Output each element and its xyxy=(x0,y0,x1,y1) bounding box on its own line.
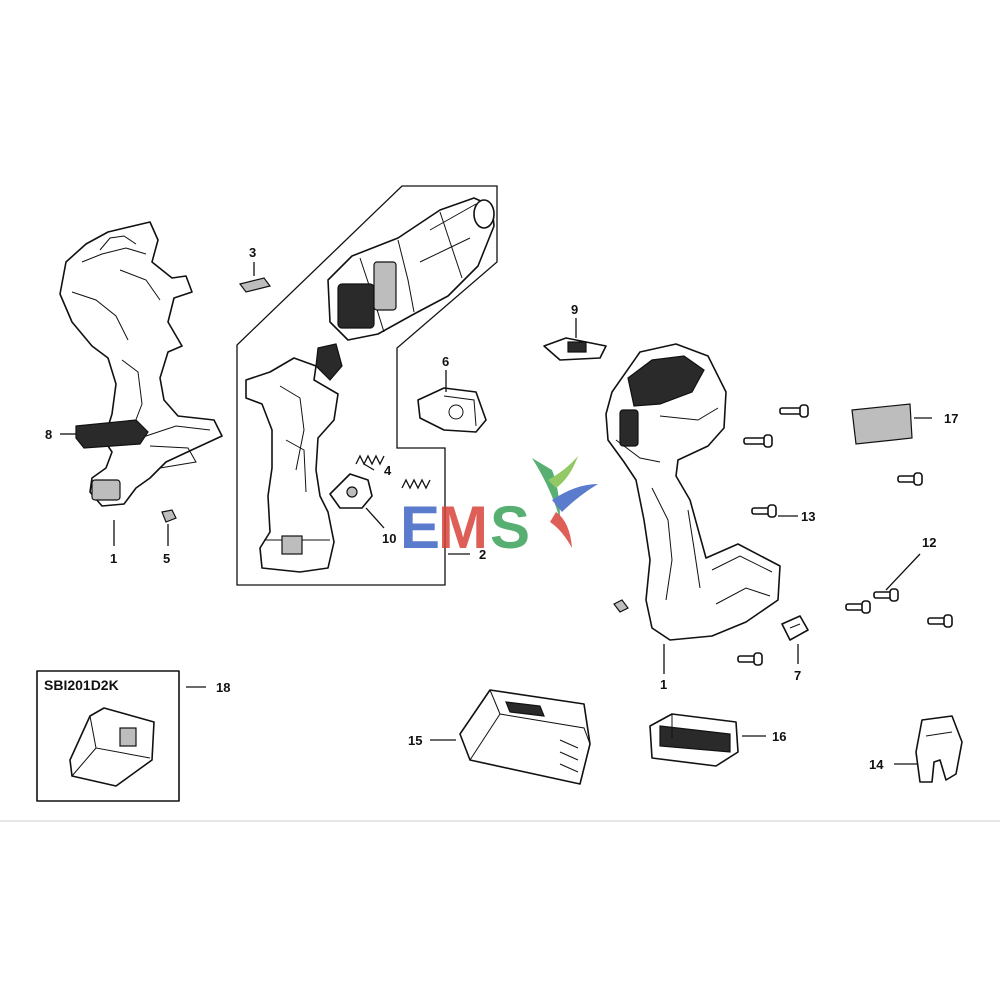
screw xyxy=(737,652,763,666)
callout-10: 10 xyxy=(382,531,396,546)
callout-16: 16 xyxy=(772,729,786,744)
callout-3: 3 xyxy=(249,245,256,260)
callout-8: 8 xyxy=(45,427,52,442)
screw xyxy=(845,600,871,614)
leader-lines xyxy=(60,262,932,765)
label-3 xyxy=(238,277,272,293)
assembly-2-frame xyxy=(236,185,498,586)
gearbox-motor-assembly xyxy=(327,197,495,341)
springs-4 xyxy=(355,454,431,490)
watermark-swoosh-red xyxy=(550,512,572,548)
screw xyxy=(873,588,899,602)
callout-17: 17 xyxy=(944,411,958,426)
belt-hook-14 xyxy=(915,715,963,783)
switch-assembly xyxy=(245,343,343,573)
ems-watermark: E M S xyxy=(400,456,598,561)
bit-holder-9 xyxy=(543,337,607,361)
callout-labels: 3 9 6 17 8 4 10 2 1 5 13 12 7 1 18 15 16… xyxy=(45,245,958,772)
callout-18: 18 xyxy=(216,680,230,695)
screw xyxy=(779,404,809,418)
nut-small-right xyxy=(613,599,629,613)
watermark-letter-s: S xyxy=(490,494,530,561)
kit-box-18: SBI201D2K xyxy=(36,670,180,802)
callout-6: 6 xyxy=(442,354,449,369)
screw xyxy=(927,614,953,628)
callout-13: 13 xyxy=(801,509,815,524)
callout-5: 5 xyxy=(163,551,170,566)
screw xyxy=(897,472,923,486)
right-housing-half xyxy=(605,343,781,641)
callout-4: 4 xyxy=(384,463,392,478)
cover-6 xyxy=(417,387,487,433)
callout-7: 7 xyxy=(794,668,801,683)
nut-5 xyxy=(161,509,177,523)
screw xyxy=(743,434,773,448)
callout-2: 2 xyxy=(479,547,486,562)
watermark-swoosh-blue xyxy=(552,484,598,512)
kit-model-label: SBI201D2K xyxy=(44,677,119,693)
watermark-swoosh-green-2 xyxy=(548,456,578,488)
callout-1-right: 1 xyxy=(660,677,667,692)
screws xyxy=(737,404,953,666)
contact-plate-10 xyxy=(329,473,373,509)
callout-9: 9 xyxy=(571,302,578,317)
watermark-letter-m: M xyxy=(438,494,488,561)
screw xyxy=(751,504,777,518)
label-17 xyxy=(851,403,913,445)
watermark-letter-e: E xyxy=(400,494,440,561)
clip-7 xyxy=(781,615,809,641)
left-housing-half xyxy=(59,221,223,507)
callout-14: 14 xyxy=(869,757,884,772)
charger-15 xyxy=(459,689,591,785)
battery-16 xyxy=(649,713,739,767)
watermark-swoosh-green xyxy=(532,458,560,520)
callout-1-left: 1 xyxy=(110,551,117,566)
callout-15: 15 xyxy=(408,733,422,748)
callout-12: 12 xyxy=(922,535,936,550)
clip-8 xyxy=(75,419,149,449)
